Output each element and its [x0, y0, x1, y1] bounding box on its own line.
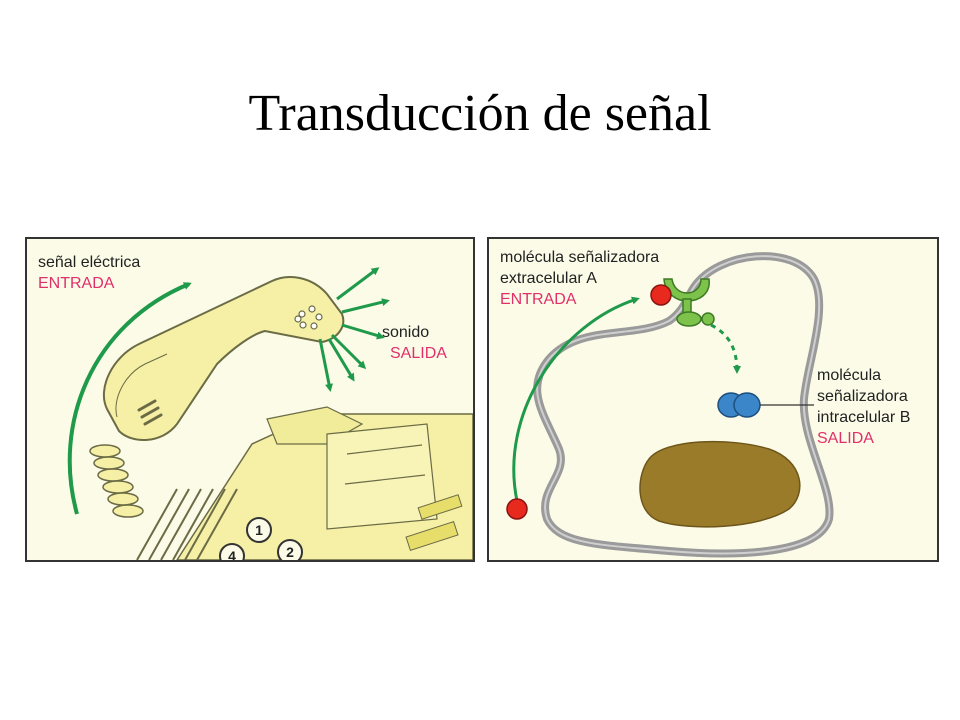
input-tag: ENTRADA	[38, 275, 115, 292]
input-signal-arrow	[512, 296, 640, 502]
input-tag: ENTRADA	[500, 291, 577, 308]
output-label-line1: molécula	[817, 367, 882, 384]
keypad-key: 4	[219, 543, 245, 560]
output-label: sonido	[382, 324, 430, 341]
slide-title: Transducción de señal	[248, 85, 712, 142]
sound-output-arrows	[318, 267, 390, 392]
earpiece-holes-icon	[294, 305, 323, 330]
signal-molecule-a-icon	[650, 284, 672, 306]
keypad-key: 1	[246, 517, 272, 543]
output-label-line3: intracelular B	[817, 409, 911, 426]
output-tag: SALIDA	[817, 430, 874, 447]
coiled-cord	[89, 444, 144, 518]
input-label-line1: molécula señalizadora	[500, 249, 660, 266]
intracellular-relay-arrow	[710, 323, 741, 374]
telephone-base	[136, 406, 473, 560]
mouthpiece-vents-icon	[137, 399, 163, 426]
speaker-grille	[136, 488, 238, 560]
signal-molecule-start-icon	[506, 498, 528, 520]
nucleus	[639, 440, 801, 528]
intracellular-molecule-b-icon	[717, 392, 761, 418]
output-label-line2: señalizadora	[817, 388, 908, 405]
input-label: señal eléctrica	[38, 254, 141, 271]
keypad-key: 2	[277, 539, 303, 560]
telephone-analogy-panel: señal eléctrica ENTRADA sonido SALIDA 1 …	[25, 237, 475, 562]
handset	[102, 276, 345, 442]
receptor-icon	[663, 278, 715, 327]
cell-signaling-panel: molécula señalizadora extracelular A ENT…	[487, 237, 939, 562]
input-signal-arrow	[67, 282, 192, 515]
output-tag: SALIDA	[390, 345, 447, 362]
cell-illustration	[506, 252, 834, 558]
input-label-line2: extracelular A	[500, 270, 597, 287]
